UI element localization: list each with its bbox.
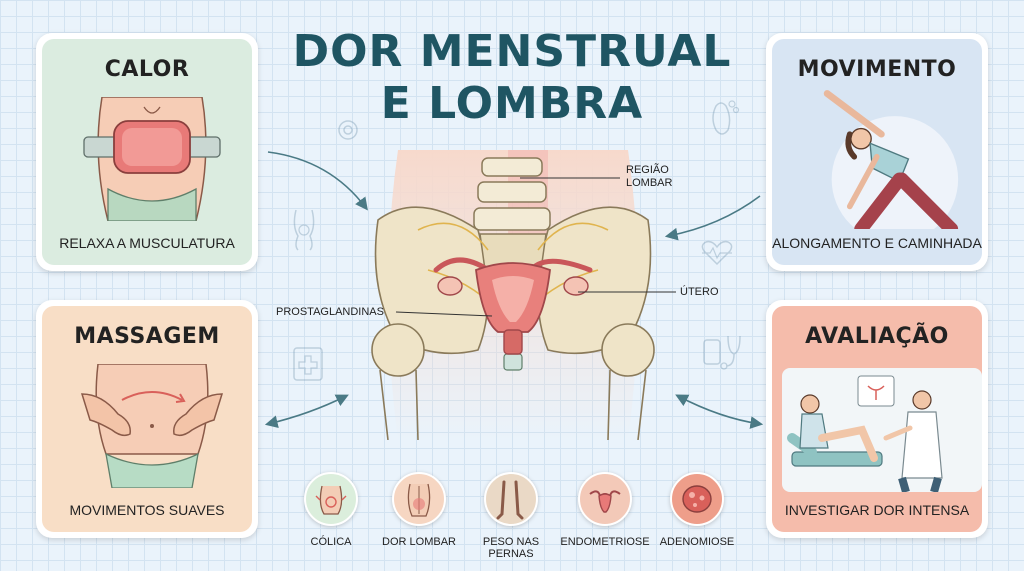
uterus-icon — [578, 472, 632, 526]
title-line-2: E LOMBRA — [380, 78, 644, 129]
back-pain-icon — [392, 472, 446, 526]
symptom-colica: CÓLICA — [286, 472, 376, 548]
symptom-dor-lombar-label: DOR LOMBAR — [382, 536, 456, 548]
footprint-icon — [712, 100, 740, 135]
symptom-endometriose: ENDOMETRIOSE — [560, 472, 650, 548]
card-avaliacao-title: AVALIAÇÃO — [805, 324, 949, 349]
pelvis-anatomy-illustration — [371, 150, 655, 440]
symptom-adenomiose: ADENOMIOSE — [652, 472, 742, 548]
colic-icon — [304, 472, 358, 526]
symptom-peso-nas-pernas: PESO NAS PERNAS — [466, 472, 556, 560]
body-outline-icon — [293, 209, 315, 251]
label-utero: ÚTERO — [680, 286, 719, 298]
label-prostaglandinas: PROSTAGLANDINAS — [276, 306, 384, 318]
stretching-woman-illustration — [823, 90, 959, 229]
arrow-avaliacao — [675, 394, 764, 429]
symptom-colica-label: CÓLICA — [310, 536, 352, 548]
arrow-movimento — [664, 195, 761, 241]
arrow-massagem — [264, 394, 349, 429]
card-massagem-caption: MOVIMENTOS SUAVES — [69, 502, 225, 518]
stethoscope-icon — [703, 335, 741, 370]
card-massagem-title: MASSAGEM — [74, 324, 220, 349]
massage-illustration — [80, 364, 224, 488]
card-avaliacao-caption: INVESTIGAR DOR INTENSA — [784, 502, 970, 518]
doctor-consultation-illustration — [782, 368, 982, 492]
symptom-peso-nas-pernas-label: PESO NAS PERNAS — [482, 536, 540, 560]
tissue-icon — [670, 472, 724, 526]
symptom-endometriose-label: ENDOMETRIOSE — [560, 536, 650, 548]
card-movimento-title: MOVIMENTO — [797, 57, 957, 82]
label-regiao-lombar: REGIÃO LOMBAR — [626, 164, 673, 189]
card-movimento: MOVIMENTO ALONGAMENTO E CAMINHADA — [766, 33, 988, 271]
heat-pad-illustration — [83, 97, 221, 221]
medical-cross-icon — [293, 347, 323, 381]
title-line-1: DOR MENSTRUAL — [292, 26, 732, 77]
card-calor-title: CALOR — [104, 57, 190, 82]
card-massagem: MASSAGEM MOVIMENTOS SUAVES — [36, 300, 258, 538]
card-calor: CALOR RELAXA A MUSCULATURA — [36, 33, 258, 271]
card-avaliacao: AVALIAÇÃO INVESTIGAR DOR INTENSA — [766, 300, 988, 538]
legs-icon — [484, 472, 538, 526]
symptom-dor-lombar: DOR LOMBAR — [374, 472, 464, 548]
lumbar-spine — [473, 157, 551, 231]
card-calor-caption: RELAXA A MUSCULATURA — [59, 235, 235, 251]
arrow-calor — [267, 151, 368, 211]
symptom-adenomiose-label: ADENOMIOSE — [659, 536, 735, 548]
page-title: DOR MENSTRUAL E LOMBRA — [270, 26, 754, 130]
card-movimento-caption: ALONGAMENTO E CAMINHADA — [772, 235, 982, 251]
heart-pulse-icon — [701, 240, 733, 266]
at-sign-icon — [338, 120, 358, 140]
